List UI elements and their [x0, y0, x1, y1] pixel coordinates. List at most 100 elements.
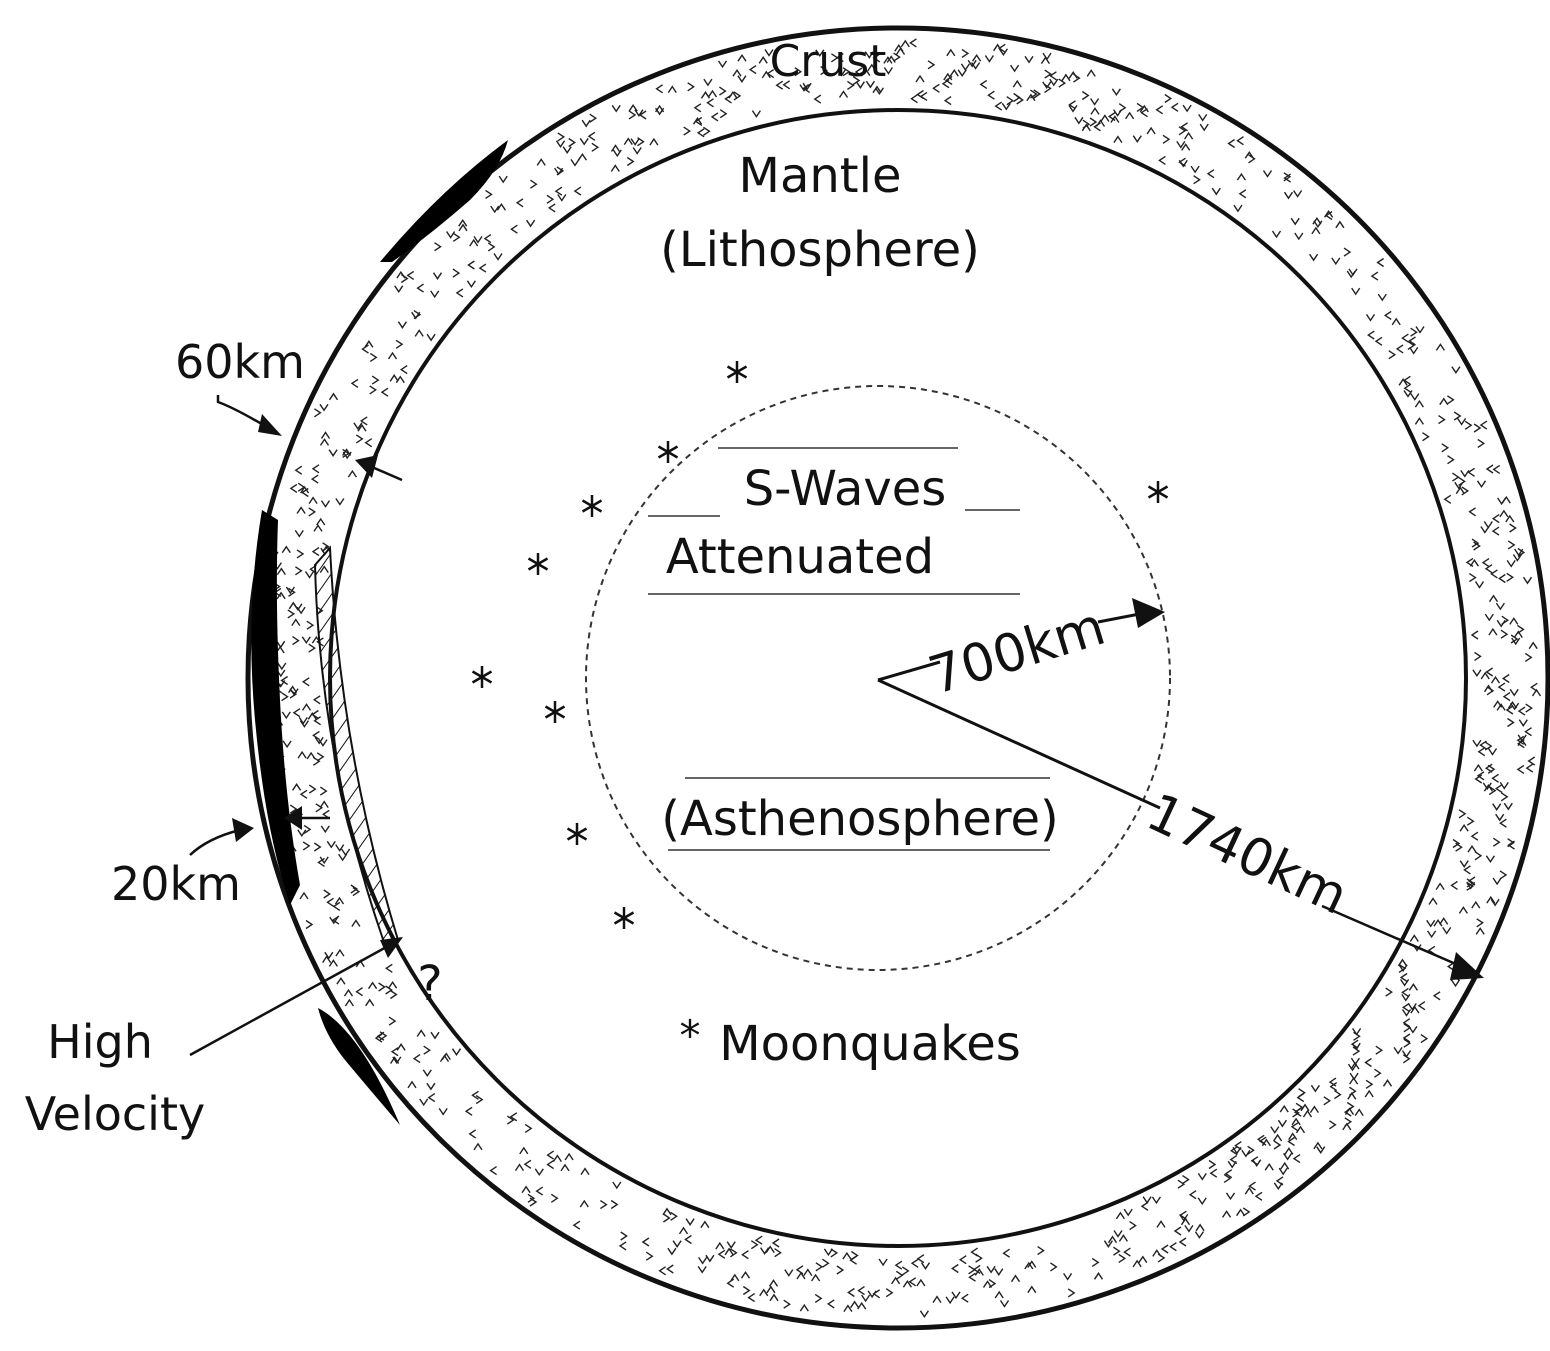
- crust-speckle: [1155, 105, 1164, 115]
- crust-speckle: [1499, 870, 1508, 880]
- crust-speckle: [850, 1300, 860, 1309]
- crust-speckle: [562, 146, 572, 154]
- crust-speckle: [1409, 347, 1419, 355]
- crust-speckle: [515, 198, 524, 208]
- crust-speckle: [692, 116, 703, 125]
- crust-speckle: [737, 75, 747, 83]
- crust-speckle: [1284, 1147, 1294, 1155]
- crust-speckle: [1474, 851, 1483, 861]
- crust-speckle: [742, 1285, 751, 1296]
- radius-1740-line: [877, 678, 1161, 810]
- crust-speckle: [307, 712, 317, 720]
- crust-speckle: [705, 1254, 715, 1263]
- crust-speckle: [322, 955, 332, 963]
- crust-speckle: [1093, 1272, 1104, 1280]
- crust-speckle: [556, 166, 565, 176]
- crust-speckle: [1242, 1207, 1251, 1217]
- crust-speckle: [579, 137, 589, 146]
- crust-speckle: [282, 740, 292, 749]
- crust-speckle: [394, 285, 404, 294]
- crust-speckle: [1530, 682, 1538, 692]
- crust-speckle: [316, 752, 325, 762]
- crust-speckle: [667, 85, 677, 93]
- crust-speckle: [422, 1069, 432, 1078]
- crust-speckle: [670, 1211, 678, 1221]
- crust-speckle: [570, 159, 580, 167]
- crust-speckle: [1377, 293, 1387, 302]
- crust-speckle: [299, 789, 308, 799]
- crust-speckle: [823, 1248, 833, 1257]
- crust-speckle: [469, 238, 479, 247]
- crust-speckle: [1438, 415, 1446, 425]
- crust-speckle: [1467, 844, 1477, 853]
- crust-speckle: [1262, 170, 1273, 178]
- crust-speckle: [1349, 1076, 1359, 1085]
- crust-speckle: [1443, 494, 1452, 504]
- crust-speckle: [1037, 1246, 1045, 1256]
- crust-speckle: [1516, 764, 1525, 774]
- crust-speckle: [1472, 739, 1482, 748]
- arrowhead-1740: [1450, 952, 1484, 980]
- crust-speckle: [335, 844, 345, 852]
- crust-speckle: [1086, 69, 1096, 77]
- crust-speckle: [750, 1240, 759, 1250]
- crust-speckle: [1397, 958, 1408, 967]
- crust-speckle: [281, 692, 289, 702]
- crust-speckle: [908, 1277, 917, 1287]
- crust-speckle: [427, 1093, 436, 1103]
- crust-speckle: [546, 1150, 554, 1160]
- crust-speckle: [312, 730, 320, 740]
- crust-speckle: [1507, 840, 1515, 850]
- crust-speckle: [430, 290, 440, 299]
- crust-speckle: [1348, 268, 1358, 277]
- crust-speckle: [740, 1270, 751, 1279]
- crust-speckle: [1402, 1002, 1410, 1012]
- crust-speckle: [1142, 1196, 1152, 1204]
- crust-speckle: [323, 889, 331, 899]
- crust-speckle: [1509, 523, 1517, 533]
- crust-speckle: [822, 1258, 830, 1268]
- crust-speckle: [1351, 287, 1361, 296]
- crust-speckle: [316, 517, 326, 526]
- crust-speckle: [760, 1247, 770, 1255]
- crust-speckle: [794, 67, 803, 77]
- crust-speckle: [1509, 688, 1519, 697]
- crust-speckle: [1198, 114, 1208, 122]
- crust-speckle: [1044, 83, 1052, 93]
- legend-moonquakes-label: Moonquakes: [719, 1016, 1021, 1072]
- crust-speckle: [506, 1115, 515, 1125]
- crust-speckle: [1435, 882, 1445, 890]
- crust-speckle: [1311, 226, 1321, 235]
- crust-speckle: [1006, 96, 1015, 106]
- crust-speckle: [1494, 784, 1503, 794]
- crust-speckle: [426, 1082, 436, 1091]
- crust-speckle: [524, 1123, 533, 1133]
- crust-speckle: [320, 431, 331, 439]
- crust-speckle: [620, 1231, 628, 1241]
- crust-speckle: [1408, 1026, 1418, 1034]
- crust-speckle: [1223, 1173, 1232, 1183]
- crust-speckle: [1482, 782, 1492, 791]
- crust-speckle: [1498, 573, 1506, 584]
- crust-speckle: [1158, 155, 1166, 165]
- crust-speckle: [1398, 378, 1408, 386]
- crust-speckle: [432, 272, 443, 280]
- moonquake-marker: [471, 666, 493, 688]
- crust-speckle: [672, 1240, 682, 1248]
- crust-speckle: [1254, 1191, 1263, 1201]
- crust-speckle: [1401, 333, 1409, 343]
- crust-speckle: [1110, 115, 1120, 123]
- label-rules: [648, 447, 1050, 851]
- crust-speckle: [535, 1186, 544, 1196]
- crust-speckle: [1001, 102, 1011, 111]
- crust-speckle: [696, 128, 705, 138]
- crust-speckle: [395, 375, 405, 384]
- crust-speckle: [1476, 480, 1487, 489]
- crust-speckle: [580, 1167, 590, 1175]
- crust-speckle: [308, 784, 317, 794]
- label-mantle: Mantle: [739, 148, 902, 204]
- crust-speckle: [761, 70, 771, 79]
- crust-speckle: [334, 896, 345, 905]
- crust-speckle: [1446, 961, 1455, 972]
- crust-speckle: [296, 549, 305, 559]
